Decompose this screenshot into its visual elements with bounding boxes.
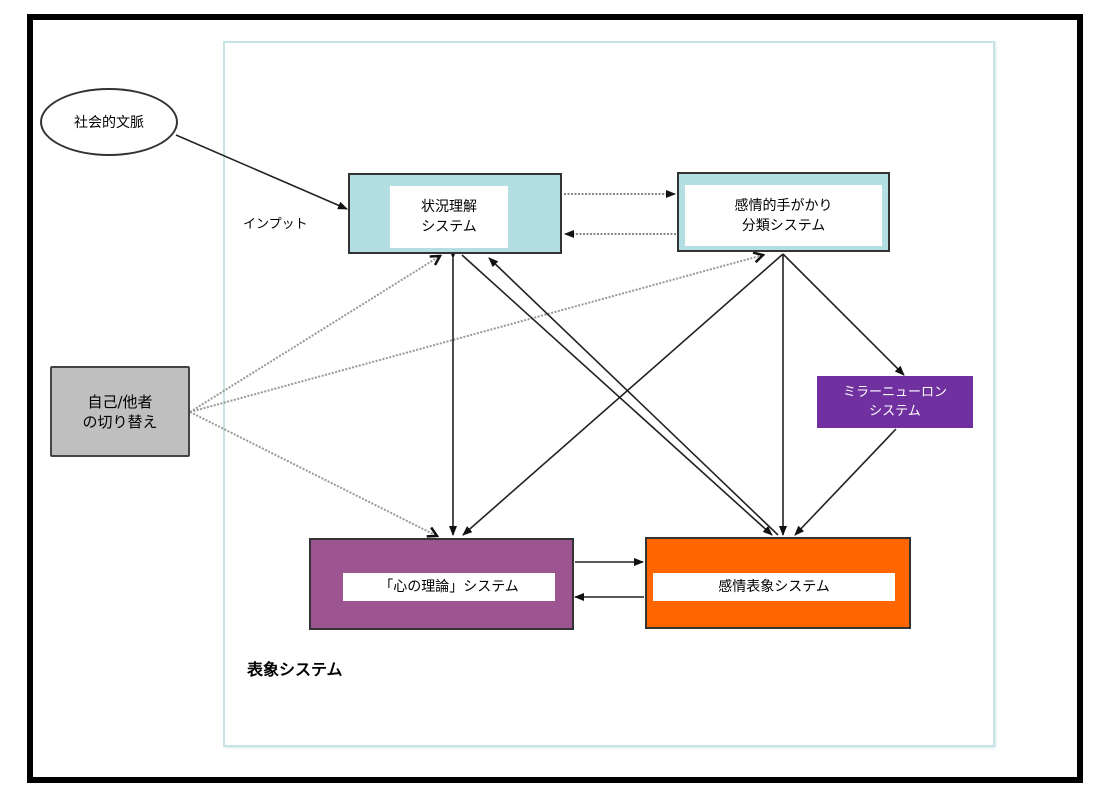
edge-mirror-to-emotion [794, 428, 897, 536]
node-emotional-cues: 感情的手がかり 分類システム [677, 172, 890, 252]
input-label: インプット [243, 217, 308, 232]
outer-frame [27, 14, 1083, 783]
edge-emotion-to-situation [488, 257, 779, 536]
representation-system-container [223, 41, 995, 747]
node-self-other-label: 自己/他者 の切り替え [82, 392, 158, 431]
node-social-context-label: 社会的文脈 [74, 115, 144, 131]
node-emotion-representation-label: 感情表象システム [653, 573, 895, 601]
node-emotion-representation: 感情表象システム [645, 537, 911, 629]
node-emotional-cues-label: 感情的手がかり 分類システム [685, 185, 882, 246]
edge-self-to-tom [189, 411, 437, 536]
node-situation-label: 状況理解 システム [390, 186, 508, 248]
edge-social-to-situation [175, 134, 348, 210]
node-social-context: 社会的文脈 [40, 88, 178, 156]
edge-cues-to-tom [462, 253, 784, 536]
node-mirror-neuron-label: ミラーニューロン システム [842, 385, 947, 419]
node-mirror-neuron: ミラーニューロン システム [817, 376, 973, 428]
container-label: 表象システム [247, 660, 343, 679]
edge-self-to-situation [189, 256, 440, 413]
edge-self-to-cues [189, 255, 763, 413]
node-theory-of-mind-label: 「心の理論」システム [343, 573, 555, 601]
edge-situation-to-emotion [461, 254, 773, 536]
node-situation: 状況理解 システム [348, 173, 562, 254]
node-self-other: 自己/他者 の切り替え [50, 366, 190, 457]
node-theory-of-mind: 「心の理論」システム [309, 538, 574, 630]
edge-cues-to-mirror [782, 253, 905, 376]
